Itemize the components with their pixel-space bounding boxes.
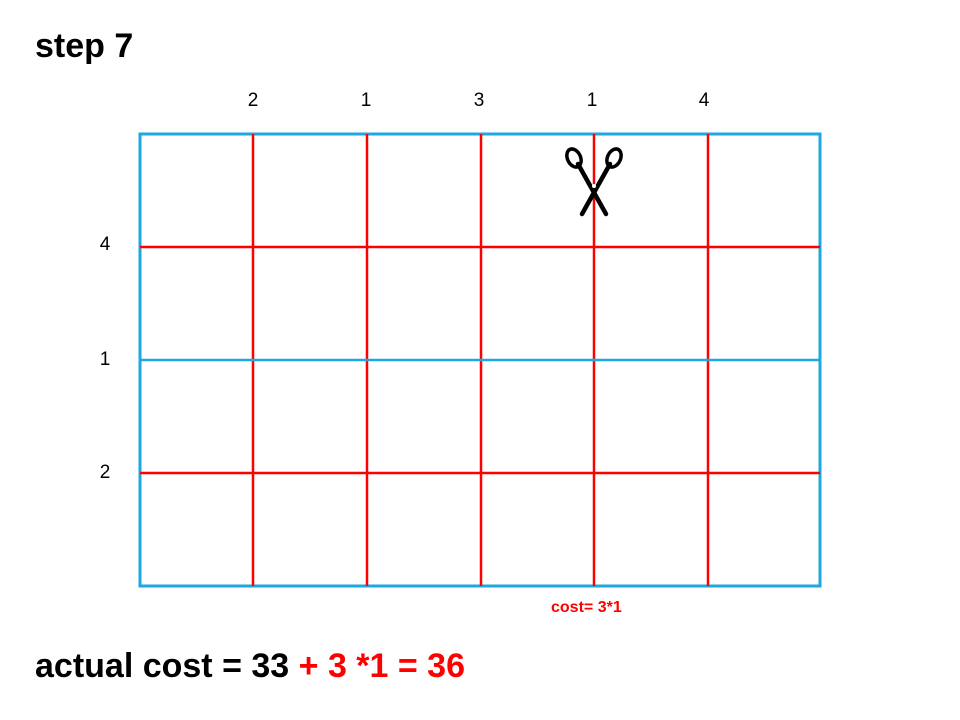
left-label-1: 4 (99, 234, 111, 255)
total-cost-increment: + 3 *1 = 36 (298, 647, 466, 685)
left-label-3: 2 (99, 462, 111, 483)
top-label-1: 2 (247, 90, 259, 111)
horizontal-lines (140, 245, 820, 475)
top-label-5: 4 (698, 90, 710, 111)
left-label-2: 1 (99, 349, 111, 370)
total-cost-prefix: actual cost = 33 (35, 647, 290, 685)
scissors-icon (565, 147, 623, 217)
top-label-2: 1 (360, 90, 372, 111)
total-cost: actual cost = 33 + 3 *1 = 36 (35, 644, 465, 688)
top-label-4: 1 (586, 90, 598, 111)
step-title: step 7 (35, 27, 134, 65)
cost-note: cost= 3*1 (551, 599, 622, 616)
top-label-3: 3 (473, 90, 485, 111)
